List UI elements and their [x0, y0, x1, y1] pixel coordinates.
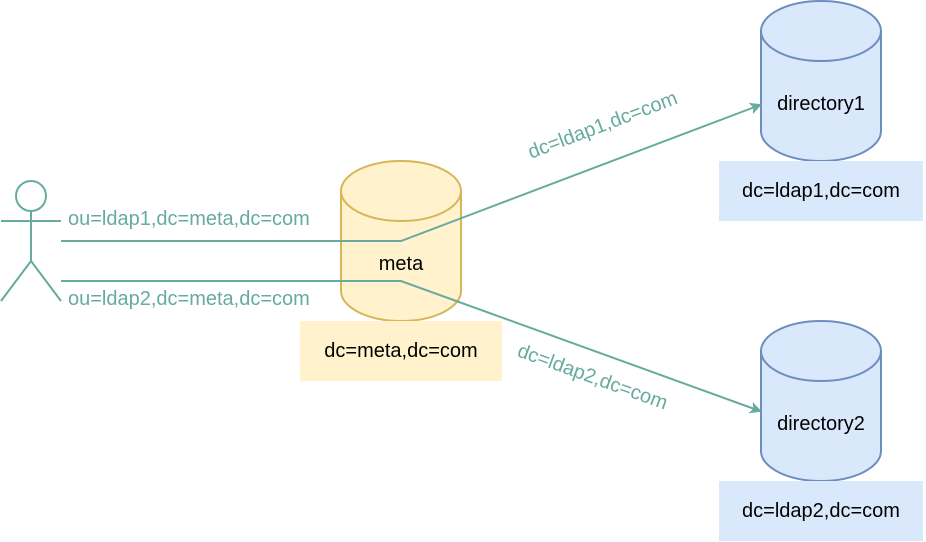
edge-label-actor-bottom: ou=ldap2,dc=meta,dc=com [68, 288, 310, 310]
edge-actor-to-directory2 [61, 280, 762, 414]
directory2-database-icon [760, 320, 882, 482]
meta-dn-box: dc=meta,dc=com [300, 321, 502, 381]
edge-label-actor-top: ou=ldap1,dc=meta,dc=com [68, 208, 310, 230]
edge-actor-to-directory1 [61, 102, 762, 242]
directory2-dn-box: dc=ldap2,dc=com [719, 481, 923, 541]
meta-label: meta [378, 253, 424, 275]
directory1-label: directory1 [777, 93, 865, 115]
directory1-dn-box: dc=ldap1,dc=com [719, 161, 923, 221]
directory2-label: directory2 [777, 413, 865, 435]
directory1-database-icon [760, 0, 882, 162]
user-actor-icon [0, 180, 62, 302]
